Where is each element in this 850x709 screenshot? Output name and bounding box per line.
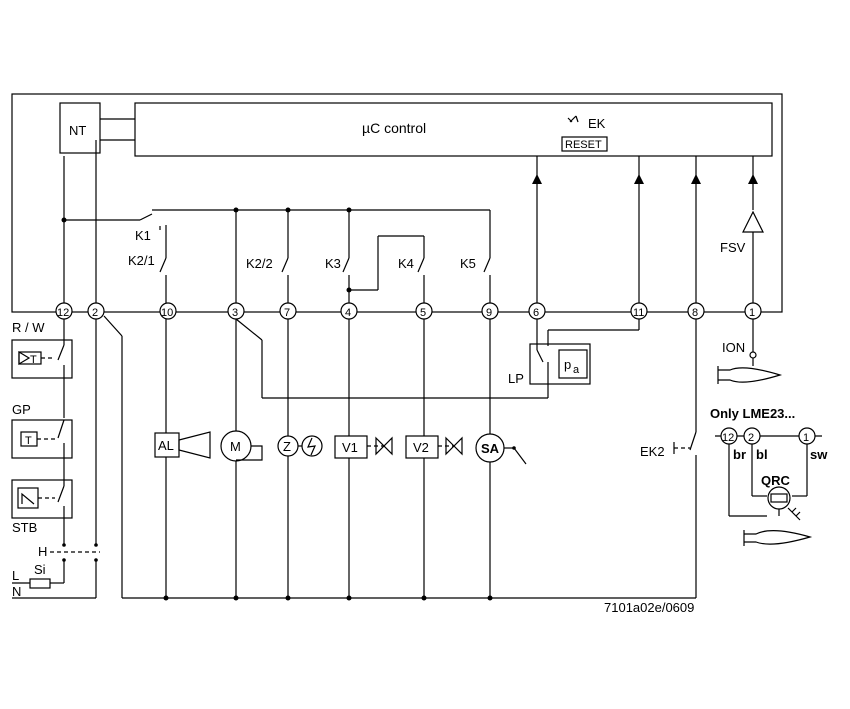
terminal-12: 12 <box>55 302 73 320</box>
gp-box <box>11 419 73 459</box>
ek-switch-icon <box>567 115 579 123</box>
rw-sensor-icon <box>18 350 31 366</box>
stb-box <box>11 479 73 519</box>
svg-text:2: 2 <box>748 432 754 444</box>
ion-label: ION <box>722 340 745 355</box>
stb-label: STB <box>12 520 37 535</box>
terminal-7: 7 <box>279 302 297 320</box>
drawing-code: 7101a02e/0609 <box>604 600 694 615</box>
relay-k4-label: K4 <box>398 256 414 271</box>
terminal-2: 2 <box>87 302 105 320</box>
lme-terminal-2: 2 <box>743 427 761 445</box>
nt-box <box>59 102 101 154</box>
relay-k5-label: K5 <box>460 256 476 271</box>
z-label: Z <box>283 439 291 454</box>
m-label: M <box>230 439 241 454</box>
fuse-icon <box>29 578 51 589</box>
uc-control-label: µC control <box>362 120 426 136</box>
h-label: H <box>38 544 47 559</box>
sa-label: SA <box>481 441 500 456</box>
svg-text:11: 11 <box>633 307 644 319</box>
svg-text:12: 12 <box>722 432 734 444</box>
terminal-strip: 12 2 10 3 7 4 5 9 6 11 8 1 <box>55 302 762 320</box>
rw-t-label: T <box>30 354 37 366</box>
gp-label: GP <box>12 402 31 417</box>
svg-text:1: 1 <box>749 307 755 319</box>
svg-text:1: 1 <box>803 432 809 444</box>
terminal-4: 4 <box>340 302 358 320</box>
lme-terminal-1: 1 <box>798 427 816 445</box>
lp-label: LP <box>508 371 524 386</box>
si-label: Si <box>34 562 46 577</box>
lme-terminal-12: 12 <box>720 427 738 445</box>
svg-text:2: 2 <box>92 307 98 319</box>
svg-text:4: 4 <box>345 307 351 319</box>
rw-label: R / W <box>12 320 45 335</box>
flame-qrc-icon <box>743 530 813 546</box>
valve-v2-icon <box>445 436 463 456</box>
terminal-10: 10 <box>159 302 177 320</box>
input-arrows <box>532 156 758 305</box>
v1-box <box>334 435 368 459</box>
al-label: AL <box>158 438 174 453</box>
relay-k1-label: K1 <box>135 228 151 243</box>
svg-text:7: 7 <box>284 307 290 319</box>
terminal-9: 9 <box>481 302 499 320</box>
reset-label: RESET <box>565 139 602 151</box>
ek2-label: EK2 <box>640 444 665 459</box>
terminal-3: 3 <box>227 302 245 320</box>
v1-label: V1 <box>342 440 358 455</box>
wire-sw-label: sw <box>810 447 828 462</box>
v2-box <box>405 435 439 459</box>
svg-text:5: 5 <box>420 307 426 319</box>
stb-sensor-icon <box>21 492 35 505</box>
reset-button[interactable] <box>561 136 608 152</box>
terminal-11: 11 <box>630 302 648 320</box>
fsv-label: FSV <box>720 240 746 255</box>
fsv-amplifier-icon <box>742 210 764 233</box>
relay-k21-label: K2/1 <box>128 253 155 268</box>
unit-enclosure <box>11 93 783 313</box>
terminal-6: 6 <box>528 302 546 320</box>
relay-k22-label: K2/2 <box>246 256 273 271</box>
flame-ion-icon <box>717 366 783 384</box>
n-label: N <box>12 584 21 599</box>
svg-text:6: 6 <box>533 307 539 319</box>
svg-text:9: 9 <box>486 307 492 319</box>
lme-title: Only LME23... <box>710 406 795 421</box>
terminal-5: 5 <box>415 302 433 320</box>
l-label: L <box>12 568 19 583</box>
nt-label: NT <box>69 123 86 138</box>
lp-box <box>529 343 591 385</box>
wire-bl-label: bl <box>756 447 768 462</box>
terminal-1: 1 <box>744 302 762 320</box>
qrc-label: QRC <box>761 473 791 488</box>
gp-t-label: T <box>25 435 32 447</box>
svg-text:10: 10 <box>161 307 173 319</box>
relay-k3-label: K3 <box>325 256 341 271</box>
pa-label: p <box>564 357 571 372</box>
uc-control-box <box>134 102 773 157</box>
horn-icon <box>178 431 211 459</box>
wire-br-label: br <box>733 447 746 462</box>
rw-box <box>11 339 73 379</box>
v2-label: V2 <box>413 440 429 455</box>
svg-text:12: 12 <box>57 307 69 319</box>
ek-label: EK <box>588 116 606 131</box>
svg-text:8: 8 <box>692 307 698 319</box>
terminal-8: 8 <box>687 302 705 320</box>
valve-v1-icon <box>375 436 393 456</box>
pa-sub-label: a <box>573 364 580 376</box>
svg-text:3: 3 <box>232 307 238 319</box>
